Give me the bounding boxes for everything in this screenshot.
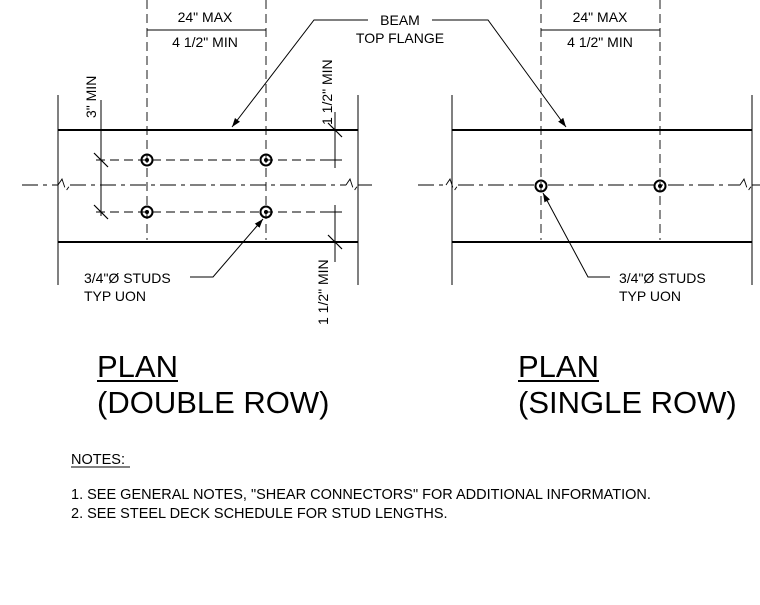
row-spacing-tick-bottom: [93, 204, 109, 220]
edge-dim-top-tick: [327, 122, 343, 138]
beam-leader-right: [432, 19, 567, 128]
stud: [259, 205, 273, 219]
double-row-plan: 24" MAX 4 1/2" MIN 3" MIN 1 1/2" MIN 1 1…: [22, 0, 372, 420]
stud: [259, 153, 273, 167]
notes-section: NOTES: 1. SEE GENERAL NOTES, "SHEAR CONN…: [71, 452, 651, 522]
single-row-plan: 24" MAX 4 1/2" MIN 3/4"Ø STUDS TYP UON P…: [418, 0, 760, 420]
row-spacing-min-label: 3" MIN: [83, 76, 99, 118]
stud: [653, 179, 667, 193]
beam-leader-left: [231, 19, 368, 128]
spacing-min-label: 4 1/2" MIN: [172, 34, 238, 50]
beam-centerline: [22, 177, 372, 193]
edge-min-top-label: 1 1/2" MIN: [319, 59, 335, 125]
spacing-max-label: 24" MAX: [178, 9, 233, 25]
spacing-min-label: 4 1/2" MIN: [567, 34, 633, 50]
note-item: 2. SEE STEEL DECK SCHEDULE FOR STUD LENG…: [71, 506, 448, 522]
row-spacing-tick-top: [93, 152, 109, 168]
stud: [140, 153, 154, 167]
beam-centerline: [418, 177, 760, 193]
beam-top-flange-callout: BEAM TOP FLANGE: [231, 12, 567, 128]
stud: [534, 179, 548, 193]
edge-min-bottom-label: 1 1/2" MIN: [315, 259, 331, 325]
studs-label-line2: TYP UON: [84, 288, 146, 304]
spacing-max-label: 24" MAX: [573, 9, 628, 25]
studs-leader: [542, 192, 610, 278]
studs-label-line1: 3/4"Ø STUDS: [84, 270, 171, 286]
beam-label-line2: TOP FLANGE: [356, 30, 444, 46]
double-row-subtitle: (DOUBLE ROW): [97, 385, 330, 420]
studs-leader: [190, 218, 264, 278]
double-row-title: PLAN: [97, 349, 178, 384]
single-row-subtitle: (SINGLE ROW): [518, 385, 737, 420]
note-item: 1. SEE GENERAL NOTES, "SHEAR CONNECTORS"…: [71, 487, 651, 503]
studs-label-line2: TYP UON: [619, 288, 681, 304]
stud: [140, 205, 154, 219]
edge-dim-bottom-tick: [327, 234, 343, 250]
notes-heading: NOTES:: [71, 452, 125, 468]
beam-label-line1: BEAM: [380, 12, 420, 28]
studs-label-line1: 3/4"Ø STUDS: [619, 270, 706, 286]
single-row-title: PLAN: [518, 349, 599, 384]
